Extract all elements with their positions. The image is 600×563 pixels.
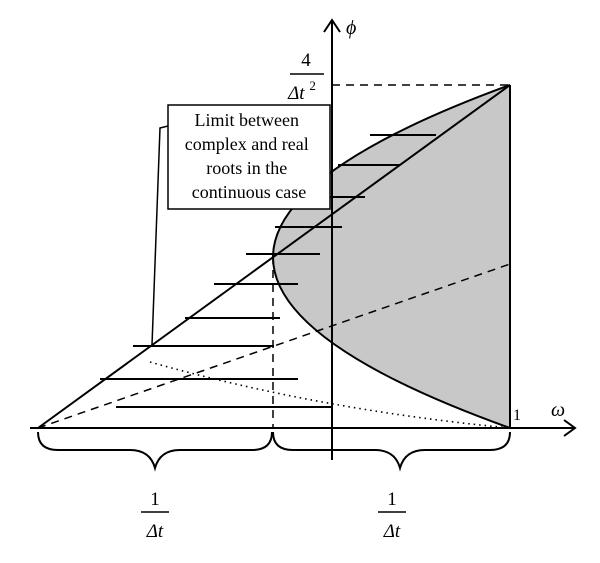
right-fraction-denominator: Δt [383,521,401,542]
right-brace-fraction: 1 Δt [378,489,406,542]
annotation-line: roots in the [206,158,287,178]
right-fraction-numerator: 1 [387,489,397,510]
y-axis-label: ϕ [346,17,356,39]
y-top-fraction: 4 Δt 2 [287,50,324,104]
y-top-denominator: Δt 2 [287,78,316,104]
annotation-box [167,104,331,210]
left-brace-fraction: 1 Δt [141,489,169,542]
x-end-label: 1 [513,407,521,424]
y-axis-arrowhead [323,18,341,33]
annotation-line: continuous case [192,182,306,202]
annotation-line: Limit between [195,110,299,130]
x-axis-label: ω [551,399,565,421]
x-axis-arrowhead [563,419,577,437]
left-fraction-numerator: 1 [150,489,160,510]
left-brace [37,431,273,472]
annotation-leader [151,125,169,346]
annotation-line: complex and real [185,134,309,154]
left-fraction-denominator: Δt [146,521,164,542]
y-top-numerator: 4 [301,50,311,71]
triangle-hypotenuse [37,84,511,429]
hatch-lines [100,134,436,408]
annotation-text: Limit between complex and real roots in … [185,110,313,202]
right-brace [272,431,511,472]
